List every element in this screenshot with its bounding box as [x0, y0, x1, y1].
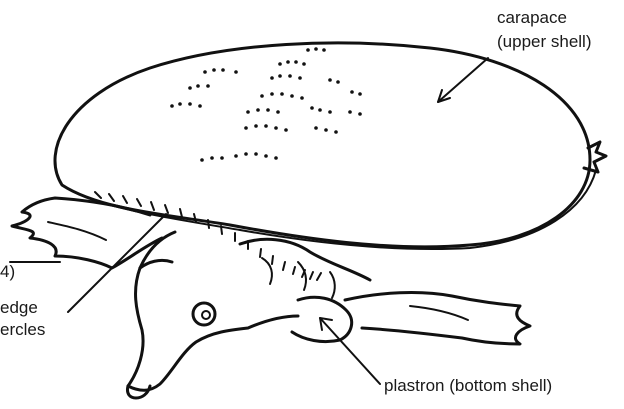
carapace-shape — [55, 43, 590, 247]
partial-label-line1: 4) — [0, 262, 15, 282]
partial-label-line2: edge — [0, 298, 38, 318]
carapace-dots — [170, 47, 362, 162]
carapace-sublabel: (upper shell) — [497, 32, 592, 52]
plastron-label: plastron (bottom shell) — [384, 376, 552, 396]
eye — [193, 303, 215, 325]
carapace-label: carapace — [497, 8, 567, 28]
carapace-leader — [438, 58, 488, 102]
right-flipper — [345, 293, 530, 344]
partial-label-line3: ercles — [0, 320, 45, 340]
